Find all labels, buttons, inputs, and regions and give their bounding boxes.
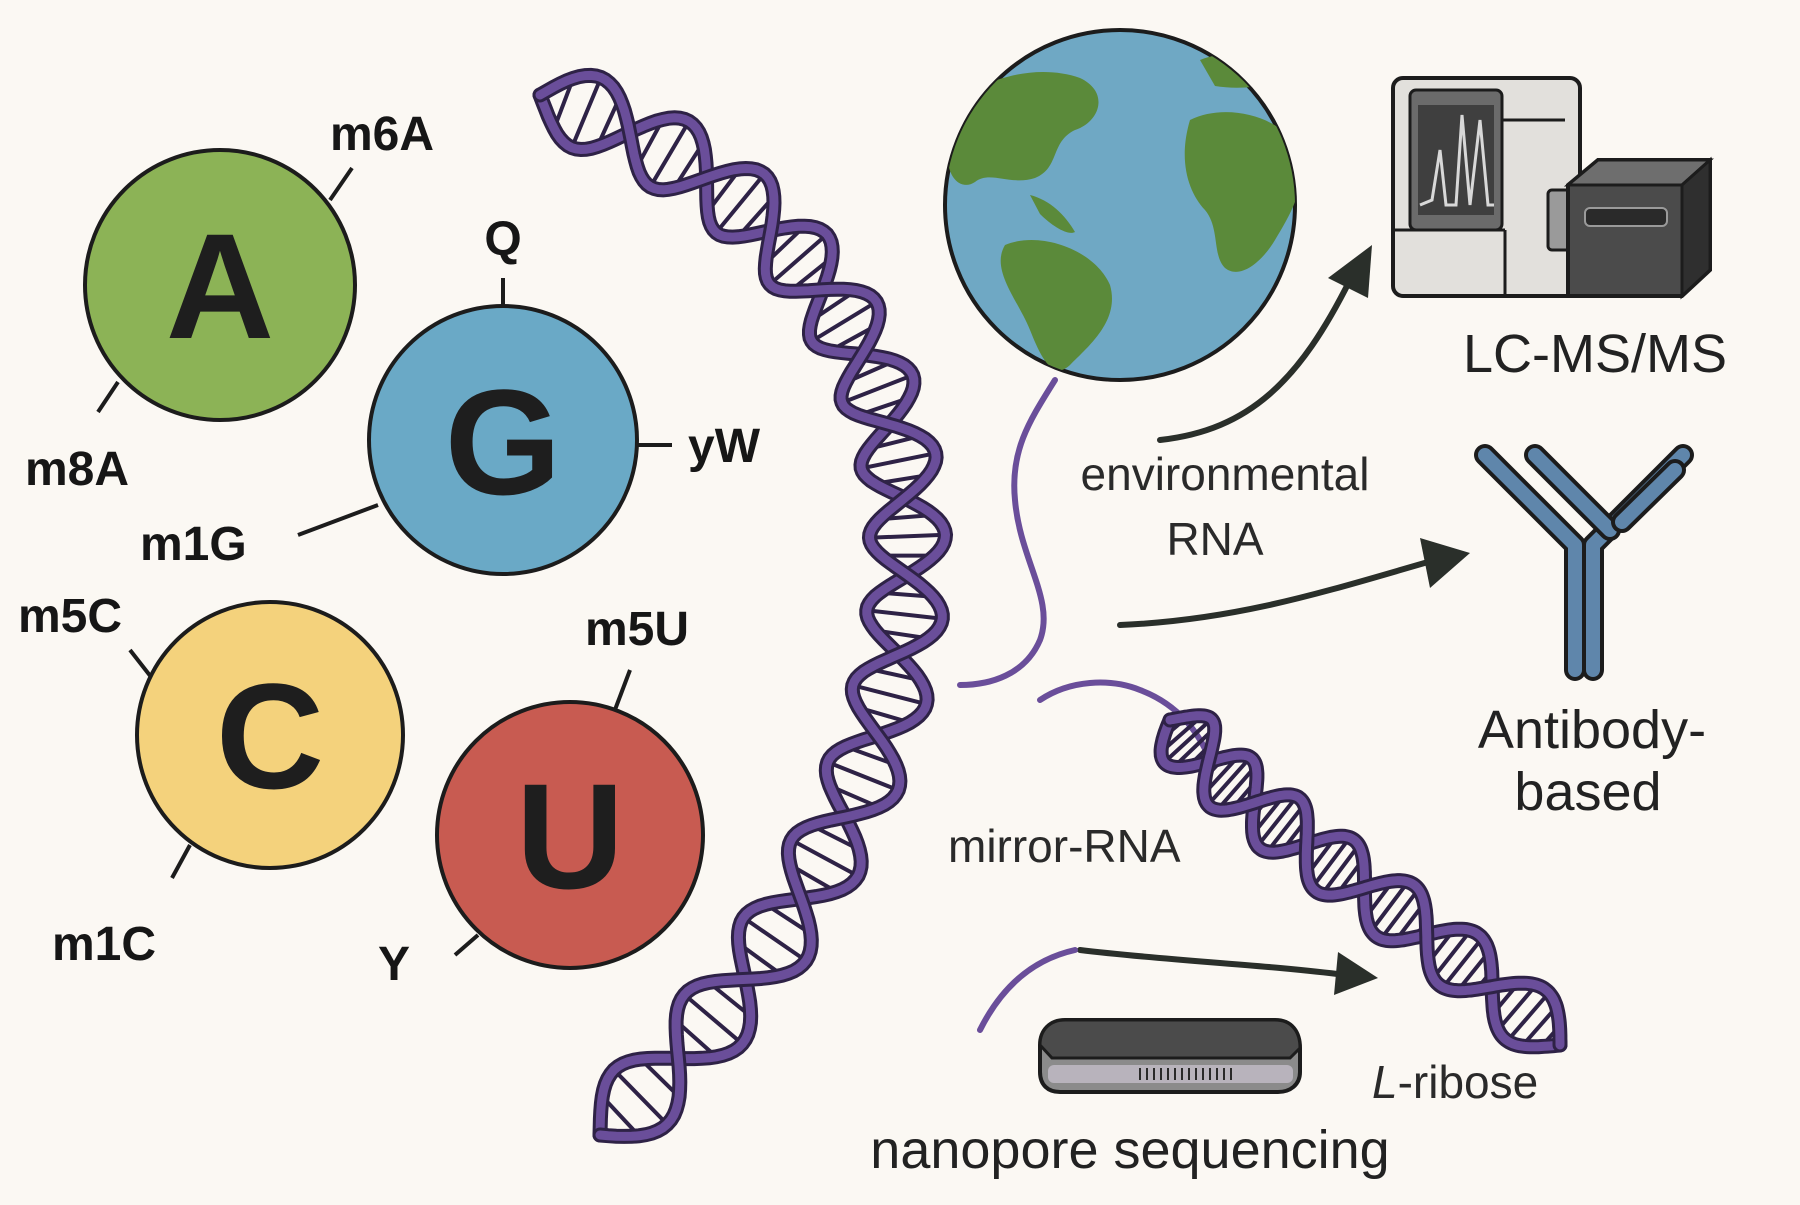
nanopore-input-strand: [980, 950, 1075, 1030]
mod-label-m1g: m1G: [140, 518, 247, 571]
nucleotide-a-letter: A: [166, 202, 274, 370]
m8a-connector: [98, 382, 118, 412]
mod-label-m1c: m1C: [52, 918, 156, 971]
mod-label-m8a: m8A: [25, 443, 129, 496]
nucleotide-g-letter: G: [445, 358, 562, 526]
mod-label-m6a: m6A: [330, 108, 434, 161]
label-lc-ms-ms: LC-MS/MS: [1463, 324, 1727, 384]
mirror-helix-base-pair: [1507, 993, 1549, 1041]
m1c-connector: [172, 845, 190, 878]
mirror-rna-helix-icon: [1161, 716, 1560, 1047]
l-prefix: L: [1372, 1056, 1398, 1108]
m1g-connector: [298, 505, 378, 535]
nucleotide-u-letter: U: [516, 752, 624, 920]
main-helix-base-pair: [770, 234, 827, 284]
arrow-to-l-ribose: [1080, 950, 1378, 995]
label-l-ribose: L-ribose: [1372, 1056, 1538, 1108]
label-rna: RNA: [1166, 513, 1263, 565]
environmental-rna-strand: [960, 380, 1055, 685]
ribose-suffix: -ribose: [1398, 1056, 1539, 1108]
label-environmental: environmental: [1081, 448, 1370, 500]
main-helix-base-pair: [716, 174, 764, 233]
label-antibody-line1: Antibody-: [1478, 700, 1706, 760]
main-helix-base-pair: [828, 762, 899, 790]
label-antibody-line2: based: [1514, 762, 1661, 822]
mod-label-yw: yW: [688, 420, 761, 473]
earth-globe-icon: [945, 30, 1301, 380]
nucleotide-c-letter: C: [216, 652, 324, 820]
antibody-icon: [1485, 455, 1683, 670]
main-helix-base-pair: [870, 535, 946, 538]
main-helix-base-pair: [853, 685, 927, 704]
label-mirror-rna: mirror-RNA: [948, 820, 1181, 872]
nanopore-device-icon: [1040, 1020, 1300, 1092]
label-nanopore-sequencing: nanopore sequencing: [870, 1120, 1389, 1180]
main-helix-base-pair: [572, 78, 601, 148]
mod-label-m5c: m5C: [18, 590, 122, 643]
y-connector: [455, 935, 478, 955]
mirror-helix-base-pair: [1443, 938, 1482, 987]
mod-label-q: Q: [484, 213, 521, 266]
main-helix-base-pair: [867, 610, 943, 619]
nucleotide-c: C m5C m1C: [18, 590, 403, 971]
m6a-connector: [330, 168, 352, 200]
lc-ms-instrument-icon: [1393, 78, 1710, 296]
mod-label-m5u: m5U: [585, 603, 689, 656]
nucleotide-u: U m5U Y: [378, 603, 703, 991]
mod-label-y: Y: [378, 938, 410, 991]
